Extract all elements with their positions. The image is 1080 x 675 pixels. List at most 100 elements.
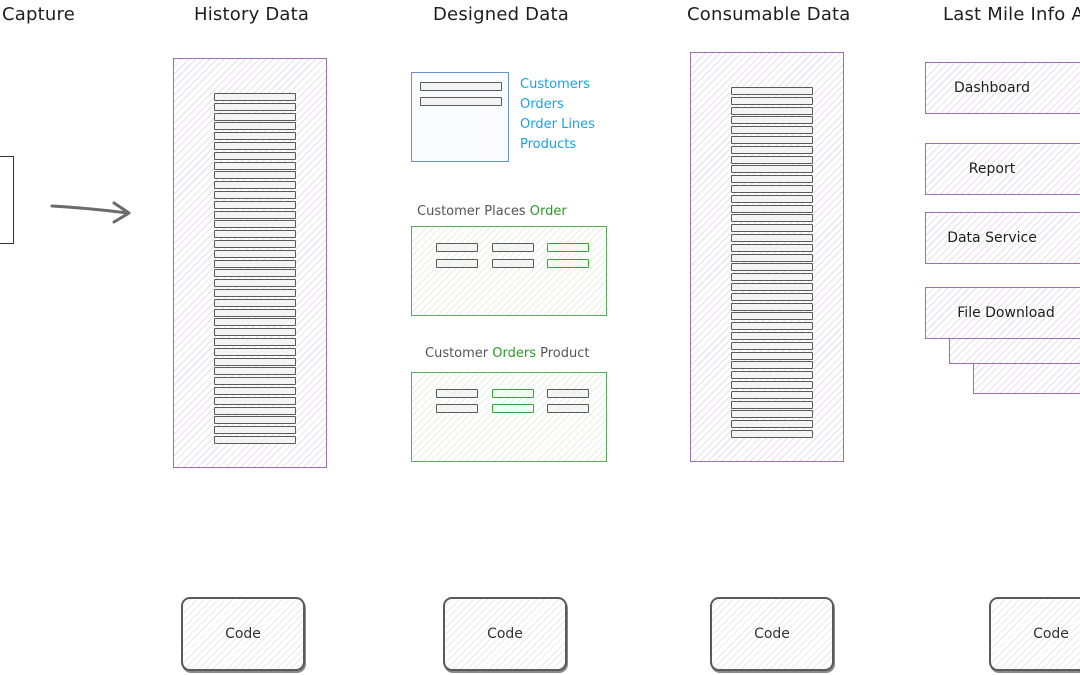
record-bar: [214, 426, 296, 435]
relation-row: [436, 243, 478, 252]
record-bar: [731, 175, 813, 184]
file-download-label: File Download: [957, 305, 1055, 321]
entity-model-box[interactable]: [411, 72, 509, 162]
record-bar: [214, 269, 296, 278]
record-bar: [731, 332, 813, 340]
data-service-button[interactable]: Data Service: [925, 212, 1080, 264]
record-bar: [214, 210, 296, 219]
entity-customers: Customers: [520, 77, 590, 92]
last-mile-info-title: Last Mile Info A: [943, 4, 1080, 25]
relation-highlight: Orders: [492, 346, 536, 361]
consumable-data-store[interactable]: [690, 52, 844, 462]
record-bar: [214, 142, 296, 150]
relation-row: [436, 404, 478, 413]
entity-order-lines: Order Lines: [520, 117, 595, 132]
record-bar: [731, 361, 813, 370]
record-bar: [214, 377, 296, 386]
relation-row-highlight: [492, 404, 534, 413]
last-mile-code-button[interactable]: Code: [989, 597, 1080, 671]
record-bar: [214, 347, 296, 356]
relation-row: [547, 389, 589, 398]
record-bar: [214, 308, 296, 317]
record-bar: [731, 96, 813, 105]
entity-products: Products: [520, 137, 577, 152]
record-bar: [731, 351, 813, 360]
record-bar: [214, 230, 296, 239]
relation-label-places-order: Customer Places Order: [417, 204, 567, 219]
capture-title: Capture: [2, 4, 75, 25]
capture-source-box[interactable]: [0, 156, 14, 244]
entity-model-row: [420, 82, 502, 91]
record-bar: [214, 93, 296, 101]
designed-code-button[interactable]: Code: [443, 597, 567, 671]
record-bar: [731, 430, 813, 438]
record-bar: [731, 283, 813, 291]
entity-list: Customers Orders Order Lines Products: [520, 75, 595, 155]
dashboard-button[interactable]: Dashboard: [925, 62, 1080, 114]
record-bar: [731, 145, 813, 154]
record-bar: [731, 165, 813, 174]
record-bar: [214, 200, 296, 209]
record-bar: [731, 371, 813, 380]
record-bar: [214, 240, 296, 248]
record-bar: [731, 214, 813, 223]
record-bar: [214, 406, 296, 415]
record-bar: [731, 273, 813, 282]
relation-row: [436, 389, 478, 398]
code-label: Code: [225, 626, 261, 642]
relation-row: [492, 259, 534, 268]
record-bar: [731, 312, 813, 321]
record-bar: [731, 224, 813, 233]
relation-box-places-order[interactable]: [411, 226, 607, 316]
record-bar: [214, 387, 296, 395]
relation-row: [547, 404, 589, 413]
record-bar: [214, 328, 296, 337]
report-button[interactable]: Report: [925, 143, 1080, 195]
record-bar: [214, 220, 296, 229]
record-bar: [214, 102, 296, 111]
record-bar: [731, 322, 813, 331]
record-bar: [731, 194, 813, 203]
record-bar: [731, 341, 813, 350]
record-bar: [731, 126, 813, 135]
code-label: Code: [1033, 626, 1069, 642]
history-data-store[interactable]: [173, 58, 327, 468]
record-bar: [731, 185, 813, 193]
designed-data-title: Designed Data: [433, 4, 569, 25]
record-bar: [731, 87, 813, 95]
code-label: Code: [487, 626, 523, 642]
record-bar: [214, 357, 296, 366]
record-bar: [214, 151, 296, 160]
record-bar: [731, 381, 813, 389]
history-code-button[interactable]: Code: [181, 597, 305, 671]
flow-arrow-icon: [50, 201, 131, 224]
consumable-code-button[interactable]: Code: [710, 597, 834, 671]
record-bar: [214, 298, 296, 307]
relation-text: Customer: [425, 346, 493, 361]
record-bar: [731, 390, 813, 399]
consumable-data-title: Consumable Data: [687, 4, 851, 25]
record-bar: [214, 396, 296, 405]
record-bar: [214, 279, 296, 288]
relation-box-orders-product[interactable]: [411, 372, 607, 462]
record-bar: [731, 263, 813, 272]
record-bar: [214, 416, 296, 425]
record-bar: [731, 234, 813, 242]
record-bar: [731, 155, 813, 164]
relation-row-highlight: [492, 389, 534, 398]
history-data-title: History Data: [194, 4, 310, 25]
record-bar: [214, 122, 296, 131]
record-bar: [731, 292, 813, 301]
record-bar: [731, 420, 813, 429]
record-bar: [214, 161, 296, 170]
record-bar: [731, 400, 813, 409]
record-bar: [214, 191, 296, 199]
record-bar: [214, 367, 296, 376]
record-bar: [731, 204, 813, 213]
relation-row: [436, 259, 478, 268]
record-bar: [731, 302, 813, 311]
record-bar: [214, 318, 296, 327]
file-download-button[interactable]: File Download: [925, 287, 1080, 339]
record-bar: [731, 410, 813, 419]
relation-text: Customer Places: [417, 204, 530, 219]
